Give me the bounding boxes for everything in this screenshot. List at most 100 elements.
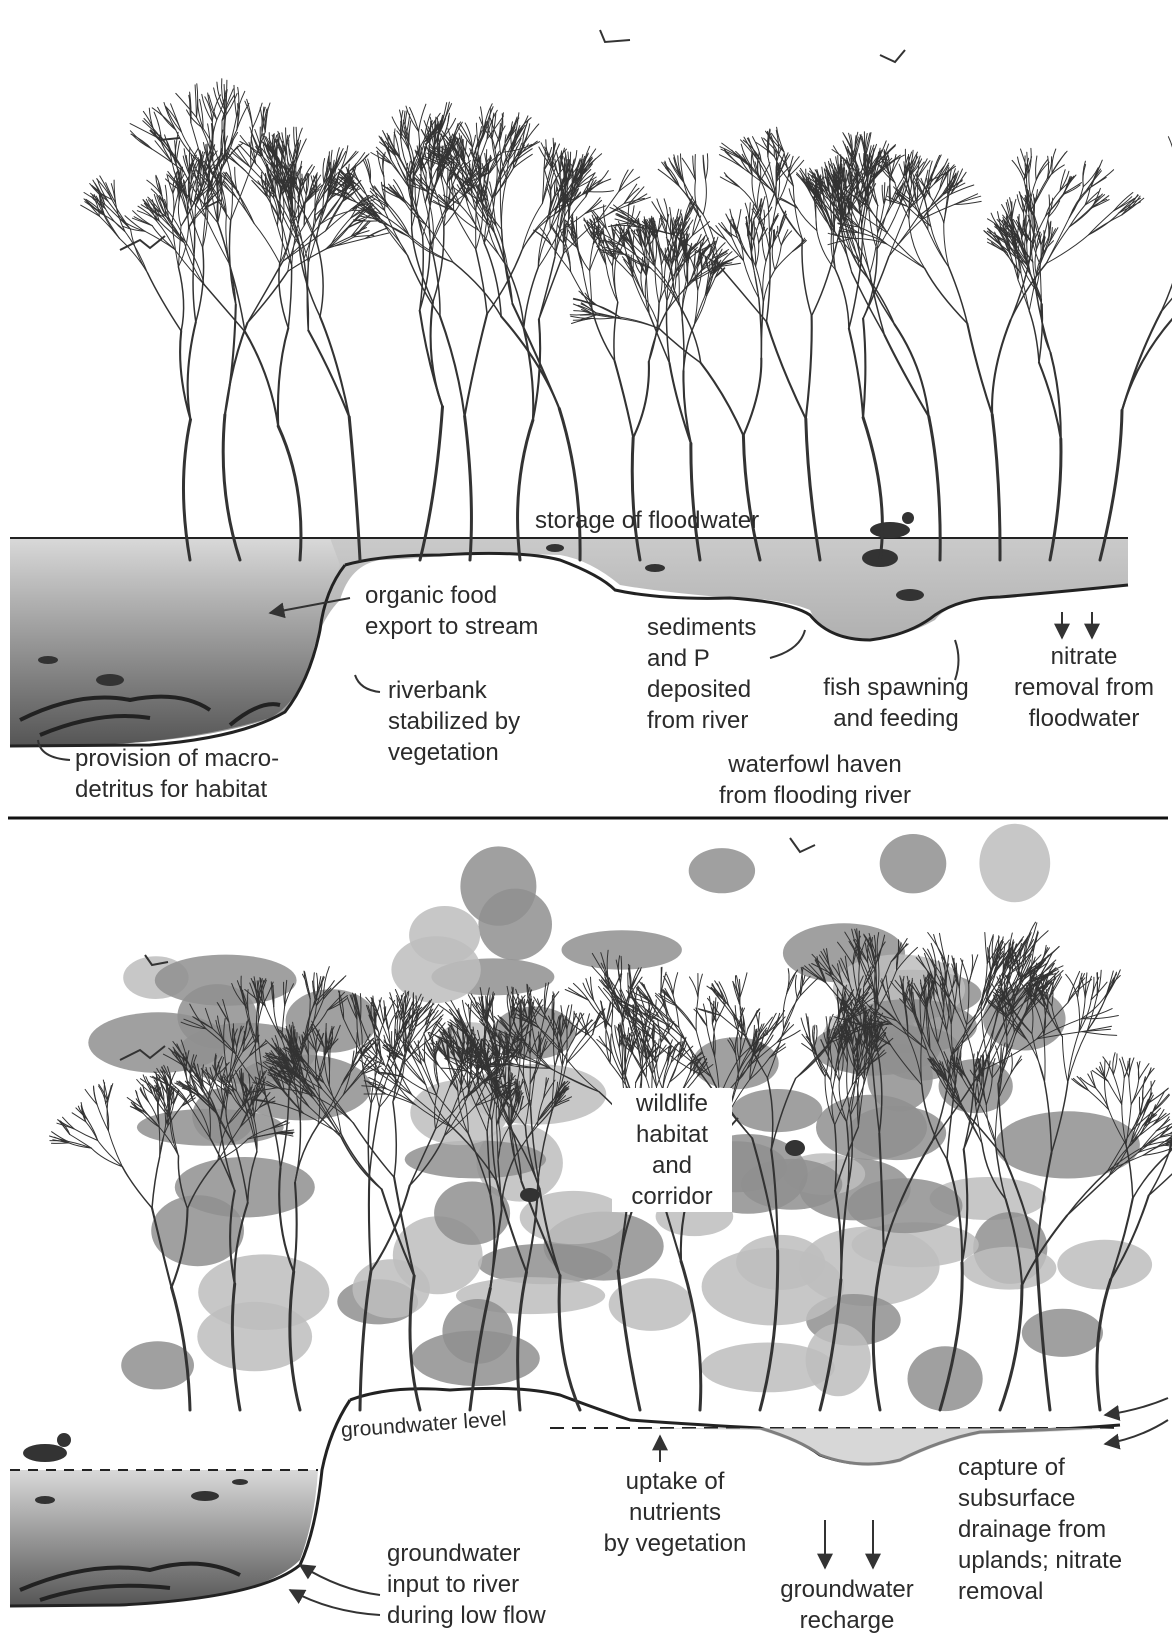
tree-branch [925,268,968,323]
tree-branch [761,303,763,358]
tree-branch [447,186,448,211]
tree-branch [360,994,361,1020]
tree-branch [800,978,818,996]
tree-branch [152,149,184,172]
tree-branch [817,231,836,270]
tree-branch [125,216,145,232]
tree-branch [341,1134,381,1189]
tree-branch [1036,156,1037,180]
tree-branch [614,302,618,361]
tree-branch [666,301,669,363]
tree-branch [409,121,411,143]
tree-branch [50,1141,68,1142]
tree-branch [655,238,656,263]
tree-branch [178,201,181,226]
tree-branch [1119,202,1141,213]
tree-branch [835,270,849,329]
tree-branch [195,85,196,118]
canopy-blob [908,1346,983,1411]
tree-branch [397,1017,398,1035]
canopy-blob [979,824,1050,902]
canopy-blob [121,1341,194,1389]
tree-branch [931,227,949,268]
tree-branch [615,361,634,438]
tree-branch [539,257,555,319]
tree-branch [247,271,287,323]
duck-icon [870,512,914,538]
canopy-blob [816,1095,927,1160]
tree-branch [454,210,478,230]
canopy-blob [405,1140,546,1178]
tree-branch [1029,311,1039,363]
tree-branch [425,114,431,139]
canopy-blob [1022,1309,1103,1357]
tree-branch [576,240,583,268]
tree-branch [889,210,908,256]
tree-branch [949,267,967,323]
tree-branch [718,265,766,322]
tree-branch [67,1141,91,1148]
tree-branch [465,314,488,416]
tree-branch [393,1102,396,1177]
tree-branch [1036,290,1051,353]
tree-branch [1122,313,1172,410]
tree-branch [673,973,678,996]
tree-branch [99,216,119,238]
tree-branch [693,222,710,236]
tree-branch [350,153,365,171]
tree-branch [601,980,620,1005]
tree-branch [253,103,263,128]
tree-branch [619,1025,620,1047]
tree-branch [1082,1032,1117,1036]
duck-icon-bottom [23,1433,71,1462]
tree-branch [522,210,554,251]
tree-branch [189,208,206,228]
tree-branch [500,177,501,230]
tree-branch [299,245,320,317]
tree-branch [849,329,863,418]
tree-branch [247,262,282,323]
tree-branch [895,324,929,416]
tree-branch [204,285,245,332]
tree-branch [917,182,918,203]
tree-branch [288,265,291,328]
tree-branch [275,1133,293,1134]
tree-branch [737,210,741,231]
tree-branch [740,973,747,998]
tree-branch [114,180,116,203]
tree-branch [719,223,732,237]
tree-branch [308,330,349,417]
river-channel [10,538,340,746]
tree-branch [1035,250,1036,275]
tree-branch [992,320,1010,414]
tree-branch [189,148,190,173]
tree-branch [1090,200,1109,209]
tree-branch [659,329,700,363]
tree-branch [353,1123,394,1177]
tree-branch [178,267,183,331]
tree-branch [539,254,564,320]
tree-branch [52,1143,69,1144]
canopy-blob [478,889,552,961]
tree-branch [152,1157,160,1208]
tree-branch [754,221,755,240]
tree-branch [231,148,250,167]
tree-branch [148,273,182,331]
tree-branch [787,972,796,993]
bare-trees [81,79,1172,560]
tree-branch [1046,235,1088,264]
tree-branch [104,213,120,238]
tree-branch [260,127,261,157]
tree-branch [784,998,798,1030]
tree-branch [889,219,922,256]
tree-branch [369,1176,371,1272]
tree-branch [891,155,896,175]
canopy-blob [689,848,755,893]
tree-branch [245,332,278,426]
tree-branch [585,198,600,214]
canopy-blob [88,1012,228,1073]
canopy-blob [155,955,297,1006]
tree-branch [767,322,806,419]
tree-branch [424,1037,425,1062]
tree-branch [476,249,487,314]
